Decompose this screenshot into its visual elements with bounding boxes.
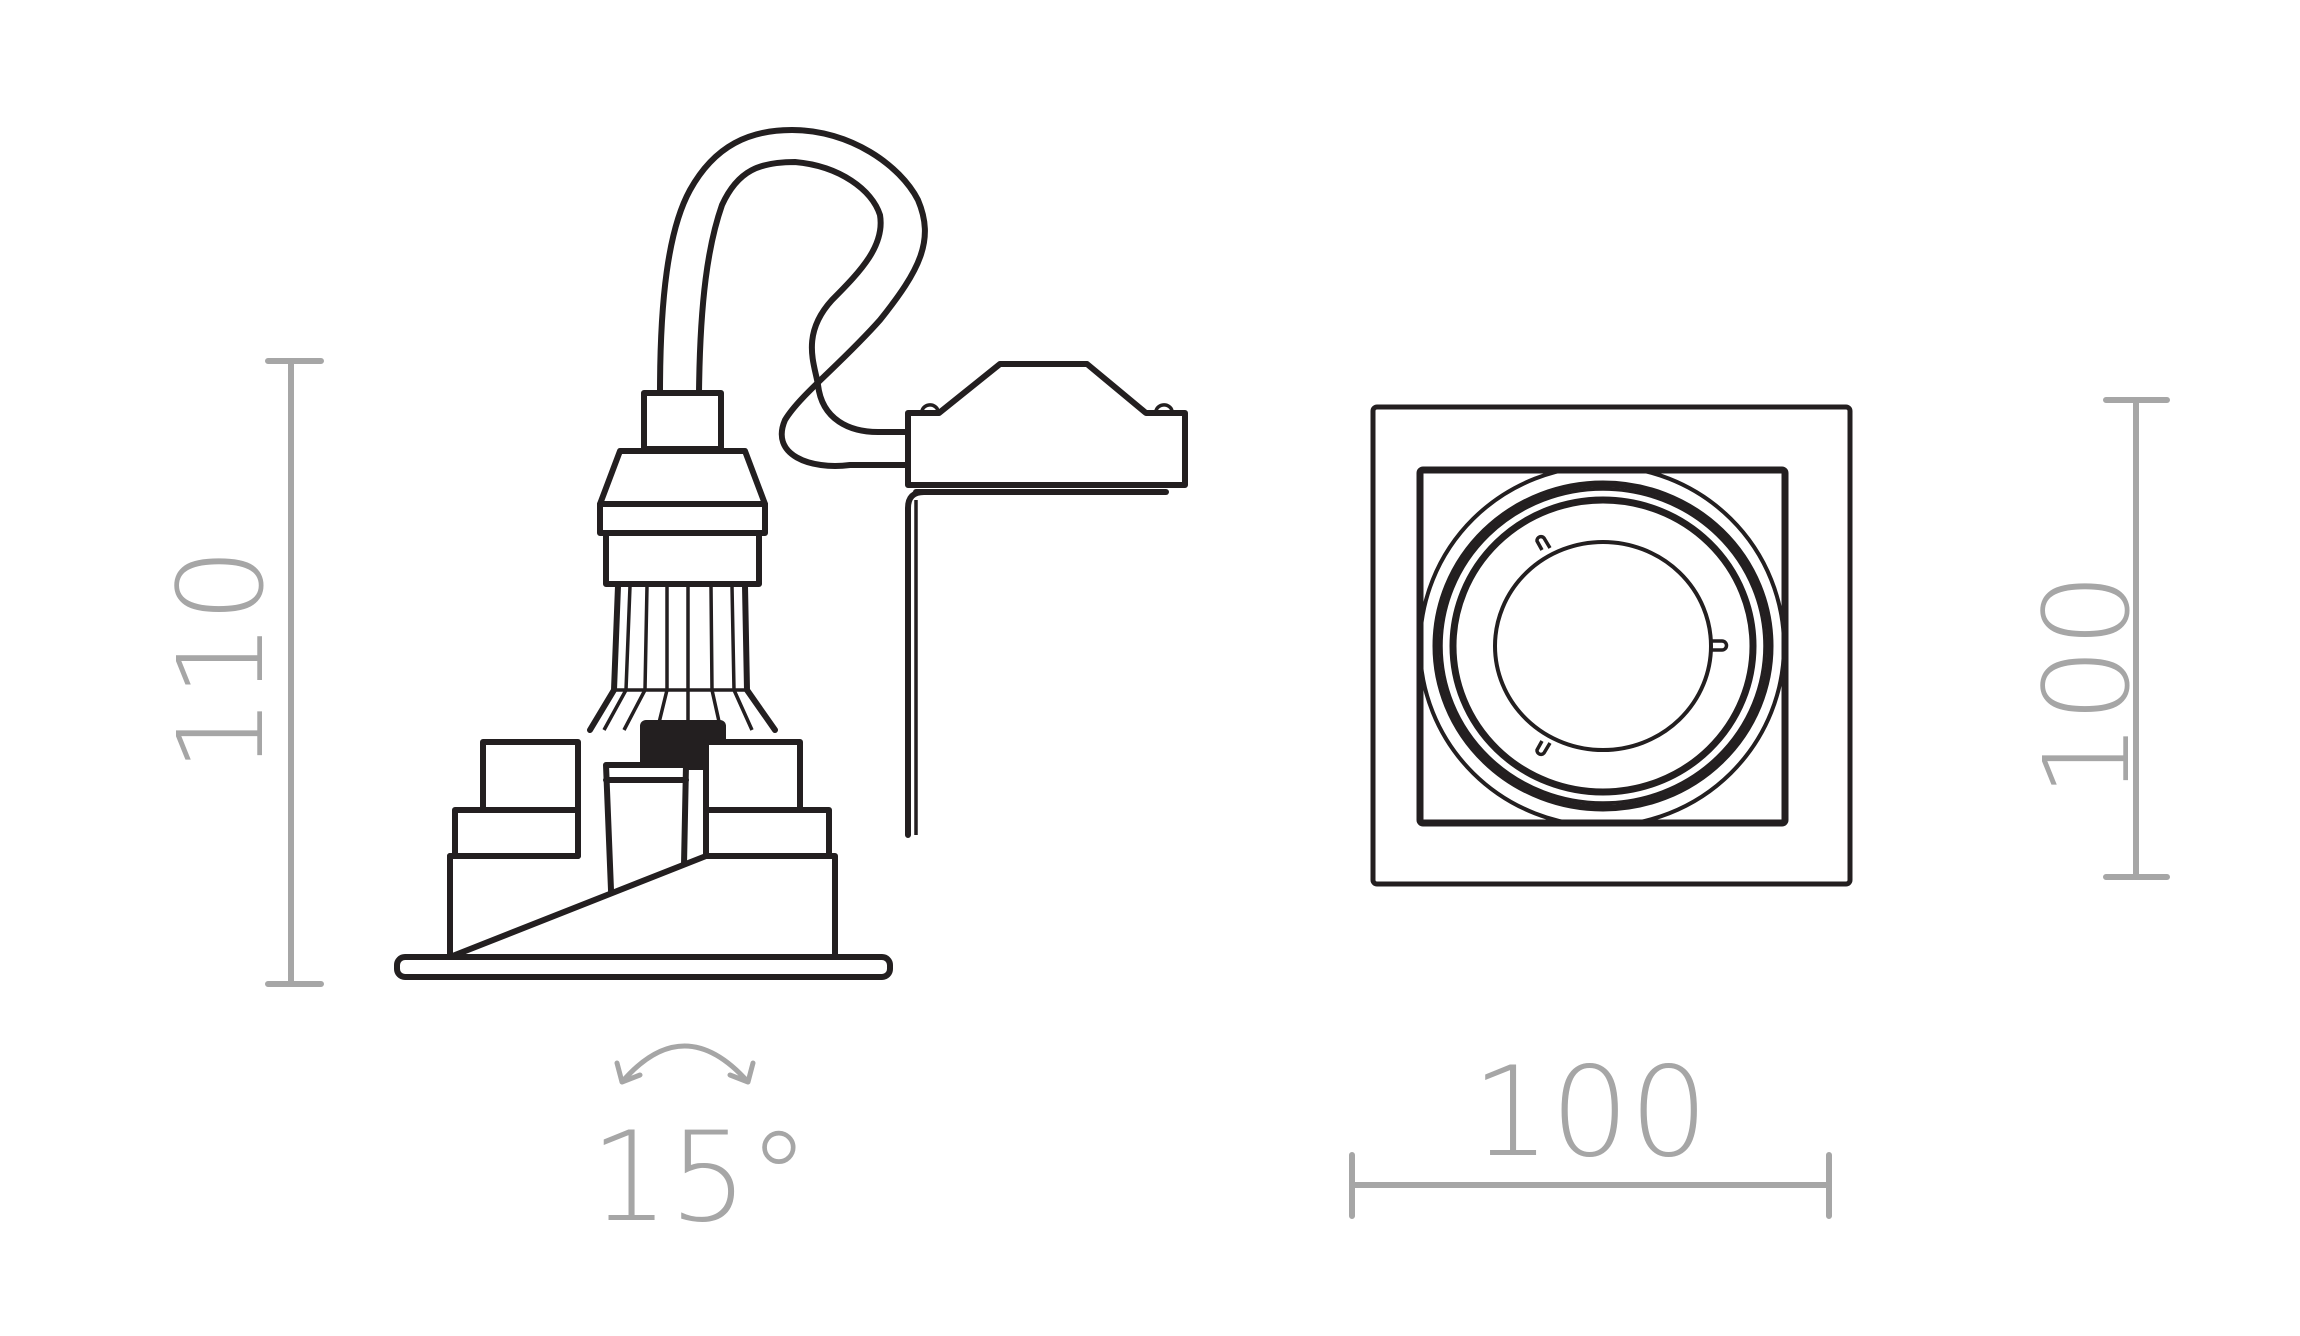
lamp-heatsink-fins: [587, 583, 778, 736]
side-view: [394, 127, 1188, 980]
tilt-indicator: 15°: [590, 1043, 810, 1250]
tilt-arrow-icon: [614, 1043, 756, 1085]
dimension-side-height: 110: [152, 358, 324, 987]
front-height-label: 100: [2018, 572, 2156, 797]
mounting-bracket: [905, 489, 927, 838]
inner-frame-square: [1416, 466, 1789, 827]
power-cable: [657, 127, 928, 469]
lamp-holder: [597, 390, 768, 587]
bezel-ring-outer: [1432, 480, 1774, 812]
dimension-front-width: 100: [1349, 1041, 1832, 1219]
tilt-angle-label: 15°: [590, 1106, 810, 1250]
front-view: [1370, 404, 1853, 887]
lamp-pins: [1535, 534, 1729, 757]
driver-box: [905, 361, 1188, 495]
bezel-ring-inner: [1449, 496, 1757, 796]
gimbal-ring: [1420, 470, 1785, 823]
dimension-front-height: 100: [2018, 397, 2170, 880]
lamp-lens: [1493, 540, 1713, 752]
trim-flange: [394, 954, 893, 980]
housing: [447, 739, 838, 960]
side-height-label: 110: [152, 547, 290, 772]
front-width-label: 100: [1472, 1041, 1709, 1185]
